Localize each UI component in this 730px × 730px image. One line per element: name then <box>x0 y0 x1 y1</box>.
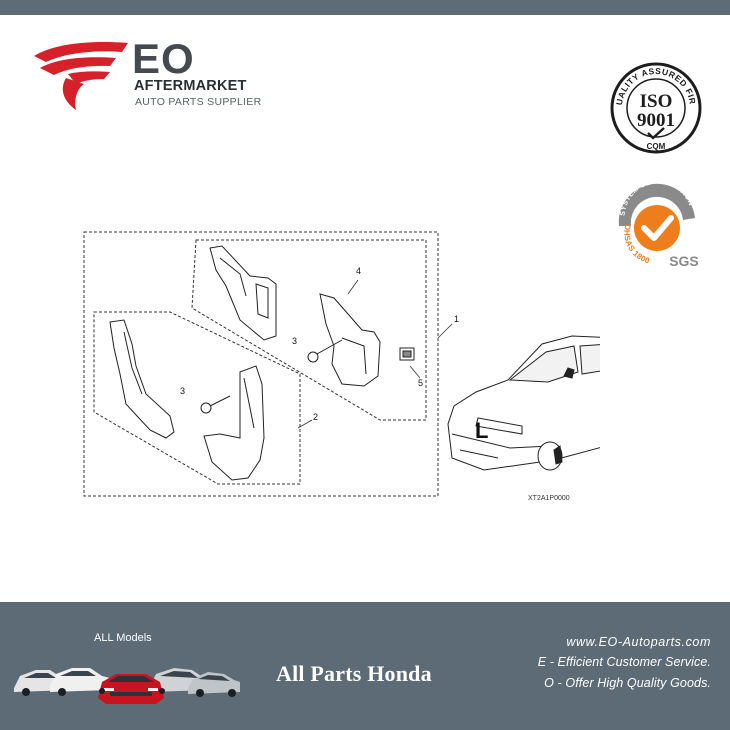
slogan-efficient: E - Efficient Customer Service. <box>537 655 711 669</box>
brand-logo[interactable]: EO AFTERMARKET AUTO PARTS SUPPLIER <box>30 38 270 113</box>
sgs-brand-text: SGS <box>669 253 699 269</box>
brand-name: EO <box>132 35 195 82</box>
sedan-illustration <box>447 335 600 471</box>
check-icon <box>641 215 674 241</box>
mudguard-parts-diagram: 1 2 3 3 4 5 L XT2A1P0000 <box>83 231 600 502</box>
side-marker: L <box>475 418 488 443</box>
footer-bar <box>0 602 730 730</box>
front-mudguard-outer <box>109 319 175 439</box>
callout-5: 5 <box>418 378 423 388</box>
screw-part <box>200 339 343 414</box>
iso-number: 9001 <box>637 110 675 131</box>
diagram-code: XT2A1P0000 <box>528 495 570 502</box>
website-link[interactable]: www.EO-Autoparts.com <box>566 635 711 649</box>
top-bar <box>0 0 730 15</box>
brand-subtagline: AUTO PARTS SUPPLIER <box>135 96 262 108</box>
iso-9001-badge: QUALITY ASSURED FIRM ISO 9001 CQM <box>610 62 702 154</box>
front-mudguard-inner <box>203 365 265 481</box>
rear-mudguard-outer <box>209 245 277 341</box>
rear-mudguard-inner <box>319 293 381 387</box>
brand-tagline: AFTERMARKET <box>134 78 247 94</box>
iso-label: ISO <box>640 91 673 112</box>
callout-1: 1 <box>454 314 459 324</box>
clip-part <box>399 347 415 361</box>
footer-contact: www.EO-Autoparts.com E - Efficient Custo… <box>538 632 711 694</box>
footer-title: All Parts Honda <box>276 661 432 686</box>
callout-3a: 3 <box>292 336 297 346</box>
slogan-offer: O - Offer High Quality Goods. <box>544 676 711 690</box>
eagle-logo-icon <box>34 42 128 110</box>
callout-2: 2 <box>313 412 318 422</box>
all-models-label: ALL Models <box>94 632 152 644</box>
callout-4: 4 <box>356 266 361 276</box>
honda-models-lineup <box>14 668 240 704</box>
check-icon <box>647 127 665 140</box>
callout-3b: 3 <box>180 386 185 396</box>
sgs-certification-badge: SYSTEM CERTIFICATION OHSAS 18001 SGS <box>611 182 701 269</box>
iso-bottom-text: CQM <box>647 142 666 151</box>
